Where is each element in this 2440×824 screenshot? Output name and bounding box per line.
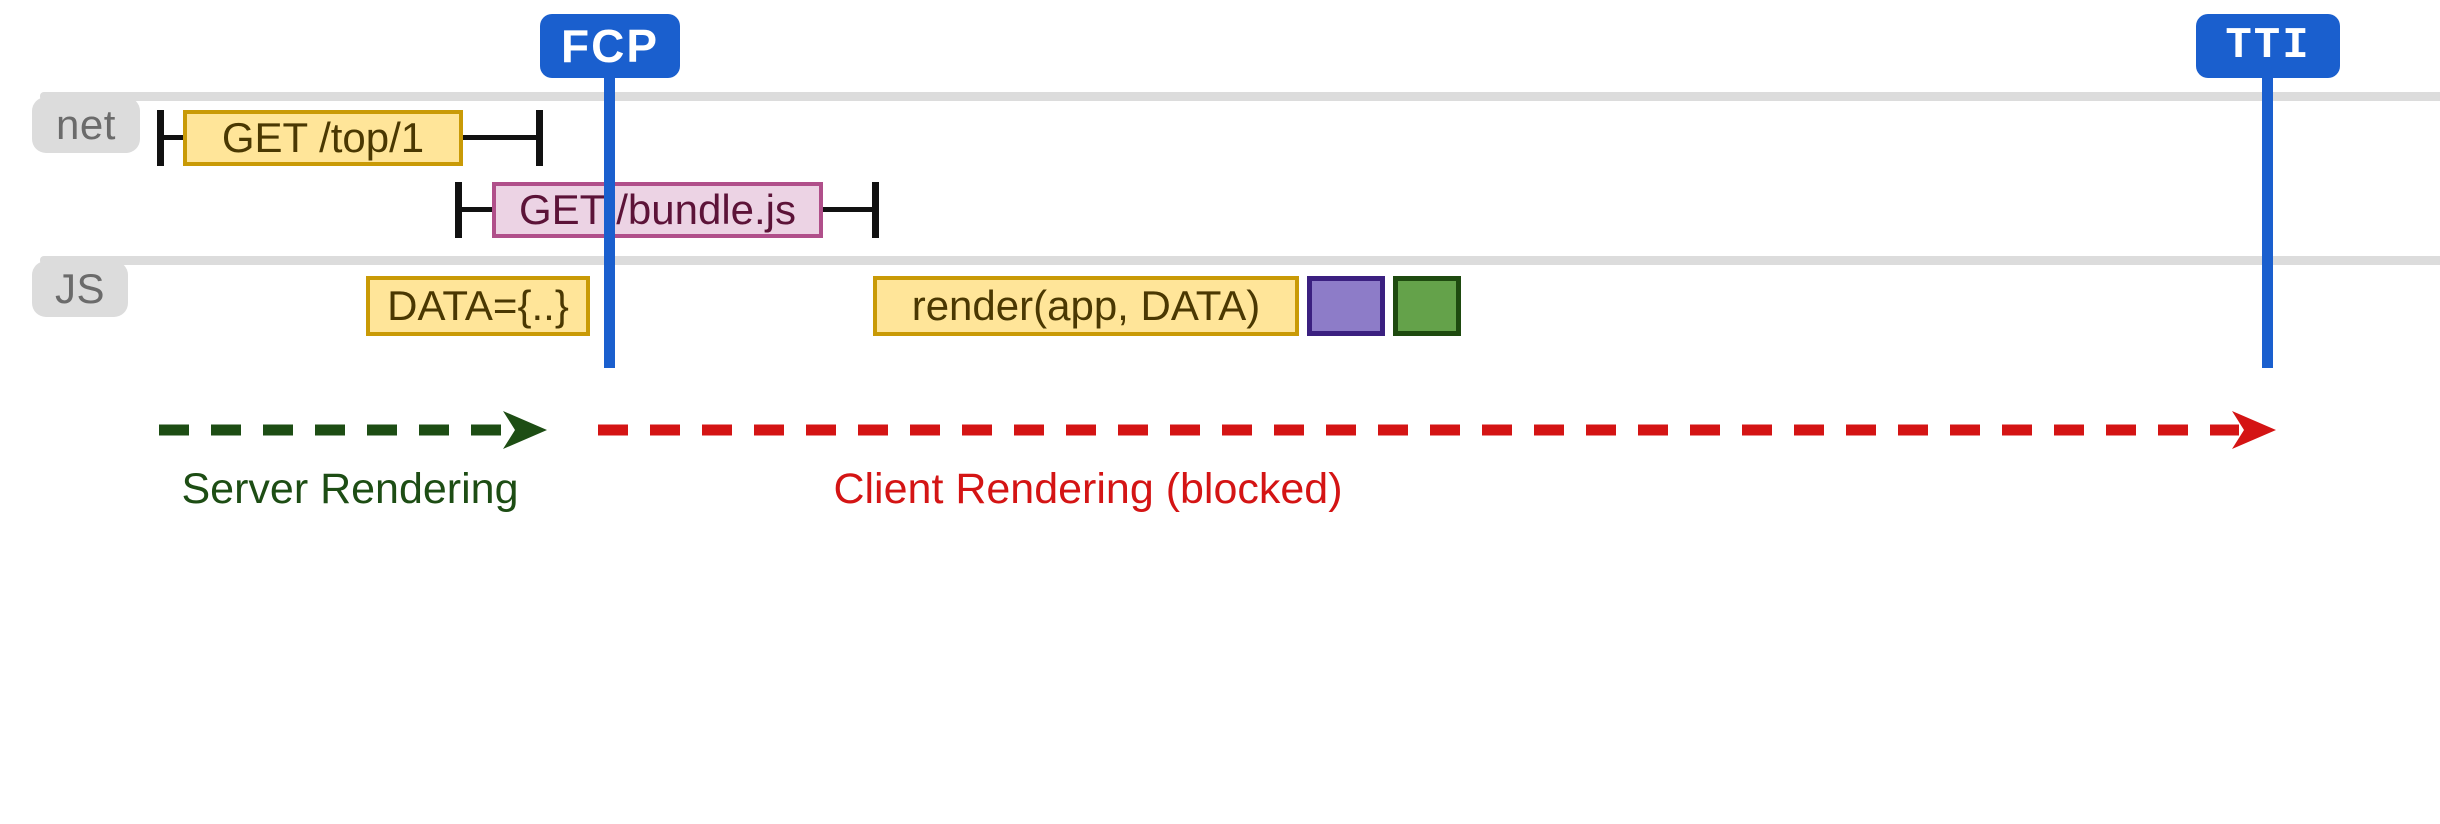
lane-label-net-text: net: [56, 101, 116, 148]
marker-line-tti: [2262, 78, 2273, 368]
marker-chip-fcp[interactable]: FCP: [540, 14, 680, 78]
phase-caption-client-rendering: Client Rendering (blocked): [708, 465, 1468, 514]
marker-chip-tti[interactable]: TTI: [2196, 14, 2340, 78]
phase-caption-server-rendering: Server Rendering: [110, 465, 590, 514]
lane-rule-net: [40, 92, 2440, 101]
phase-caption-client-rendering-text: Client Rendering (blocked): [833, 465, 1343, 513]
task-render-call[interactable]: render(app, DATA): [873, 276, 1299, 336]
marker-chip-tti-label: TTI: [2225, 21, 2311, 71]
marker-line-fcp: [604, 78, 615, 368]
lane-label-js-text: JS: [54, 265, 105, 312]
whisker-cap-right-get-top: [536, 110, 543, 166]
lane-rule-js: [40, 256, 2440, 265]
task-get-top[interactable]: GET /top/1: [183, 110, 463, 166]
task-hydrate[interactable]: [1307, 276, 1385, 336]
task-data-assign-label: DATA={..}: [387, 282, 569, 329]
marker-chip-fcp-label: FCP: [561, 20, 659, 72]
phase-arrow-server-rendering: [159, 411, 547, 449]
whisker-cap-right-get-bundle: [872, 182, 879, 238]
task-get-top-label: GET /top/1: [221, 114, 425, 161]
phase-caption-server-rendering-text: Server Rendering: [181, 465, 519, 513]
lane-label-js: JS: [32, 261, 128, 317]
task-render-call-label: render(app, DATA): [911, 282, 1261, 329]
task-get-bundle-label: GET /bundle.js: [518, 186, 797, 233]
task-data-assign[interactable]: DATA={..}: [366, 276, 590, 336]
task-paint[interactable]: [1393, 276, 1461, 336]
lane-label-net: net: [32, 97, 140, 153]
phase-arrow-client-rendering: [598, 411, 2276, 449]
task-get-bundle[interactable]: GET /bundle.js: [492, 182, 823, 238]
